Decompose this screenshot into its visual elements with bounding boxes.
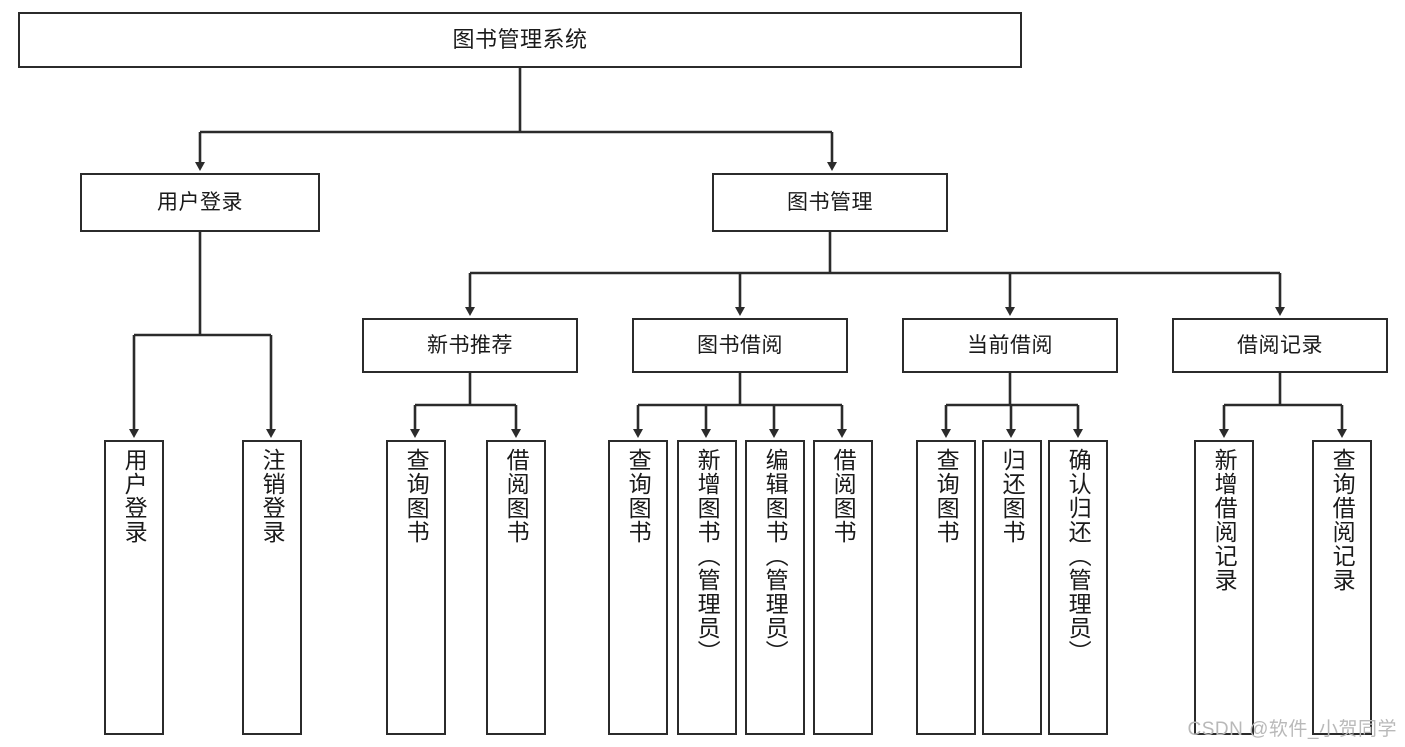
node-label: 借阅图书 xyxy=(830,448,857,544)
node-root-book-management-system[interactable]: 图书管理系统 xyxy=(18,12,1022,68)
node-book-borrowing[interactable]: 图书借阅 xyxy=(632,318,848,373)
node-user-login[interactable]: 用户登录 xyxy=(80,173,320,232)
node-label: 用户登录 xyxy=(157,190,243,214)
node-label: 查询借阅记录 xyxy=(1329,448,1356,592)
node-label: 归还图书 xyxy=(999,448,1026,544)
leaf-edit-book-admin[interactable]: 编辑图书（管理员） xyxy=(745,440,805,735)
node-label: 图书管理系统 xyxy=(452,26,588,52)
node-label: 编辑图书（管理员） xyxy=(762,448,789,664)
node-label: 当前借阅 xyxy=(967,333,1053,357)
node-label: 新增图书（管理员） xyxy=(694,448,721,664)
node-label: 图书借阅 xyxy=(697,333,783,357)
node-book-management[interactable]: 图书管理 xyxy=(712,173,948,232)
node-current-borrowing[interactable]: 当前借阅 xyxy=(902,318,1118,373)
node-label: 查询图书 xyxy=(933,448,960,544)
node-label: 借阅记录 xyxy=(1237,333,1323,357)
node-label: 图书管理 xyxy=(787,190,873,214)
leaf-user-login[interactable]: 用户登录 xyxy=(104,440,164,735)
node-label: 用户登录 xyxy=(121,448,148,544)
leaf-query-books-current[interactable]: 查询图书 xyxy=(916,440,976,735)
node-label: 新书推荐 xyxy=(427,333,513,357)
leaf-add-book-admin[interactable]: 新增图书（管理员） xyxy=(677,440,737,735)
leaf-borrow-books-new[interactable]: 借阅图书 xyxy=(486,440,546,735)
leaf-query-borrow-record[interactable]: 查询借阅记录 xyxy=(1312,440,1372,735)
leaf-add-borrow-record[interactable]: 新增借阅记录 xyxy=(1194,440,1254,735)
leaf-confirm-return-admin[interactable]: 确认归还（管理员） xyxy=(1048,440,1108,735)
leaf-query-books-borrow[interactable]: 查询图书 xyxy=(608,440,668,735)
node-new-book-recommendation[interactable]: 新书推荐 xyxy=(362,318,578,373)
node-borrowing-record[interactable]: 借阅记录 xyxy=(1172,318,1388,373)
node-label: 确认归还（管理员） xyxy=(1065,448,1092,664)
leaf-borrow-books[interactable]: 借阅图书 xyxy=(813,440,873,735)
watermark-text: CSDN @软件_小贺同学 xyxy=(1187,719,1397,740)
node-label: 查询图书 xyxy=(403,448,430,544)
node-label: 新增借阅记录 xyxy=(1211,448,1238,592)
node-label: 注销登录 xyxy=(259,448,286,544)
node-label: 借阅图书 xyxy=(503,448,530,544)
leaf-return-books[interactable]: 归还图书 xyxy=(982,440,1042,735)
leaf-query-books-new[interactable]: 查询图书 xyxy=(386,440,446,735)
node-label: 查询图书 xyxy=(625,448,652,544)
leaf-logout[interactable]: 注销登录 xyxy=(242,440,302,735)
